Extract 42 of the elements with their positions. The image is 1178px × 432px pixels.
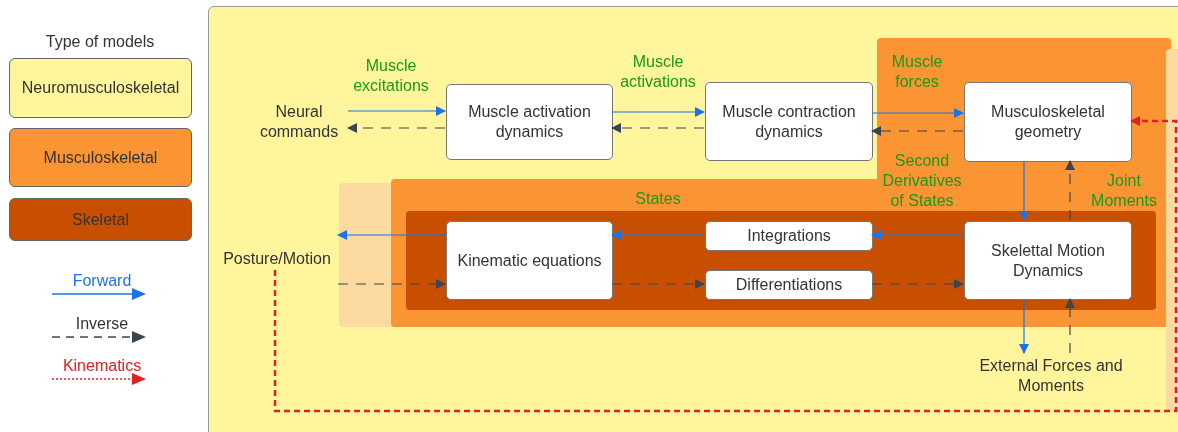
edge-label: Muscle activations	[619, 52, 697, 92]
process-box: Differentiations	[705, 270, 873, 300]
arrow	[871, 108, 964, 118]
node-label: Neural commands	[249, 100, 349, 144]
dashed-arrow	[1065, 160, 1075, 221]
legend-text: Neuromusculoskeletal	[21, 79, 180, 97]
model-region	[406, 211, 1156, 310]
dashed-arrow	[1065, 298, 1075, 354]
node-label: External Forces and Moments	[959, 354, 1143, 398]
edge-label: Second Derivatives of States	[881, 151, 963, 211]
dashed-arrow	[871, 279, 964, 289]
dashed-arrow	[611, 123, 705, 133]
legend-text: Kinematics	[61, 357, 143, 375]
legend-text: Musculoskeletal	[43, 148, 158, 167]
arrow	[611, 230, 705, 240]
arrow	[1019, 160, 1029, 221]
arrow	[871, 230, 964, 240]
arrow	[337, 230, 446, 240]
arrow	[347, 106, 446, 116]
process-box: Skelettal Motion Dynamics	[964, 221, 1132, 300]
arrow	[611, 107, 705, 117]
dashed-arrow	[611, 279, 705, 289]
process-box: Musculoskeletal geometry	[964, 82, 1132, 162]
edge-label: Joint Moments	[1090, 171, 1158, 211]
process-box: Integrations	[705, 221, 873, 251]
model-panel	[208, 6, 1178, 432]
dashed-arrow	[273, 116, 1178, 413]
dashed-arrow	[337, 279, 446, 289]
legend-text: Inverse	[74, 315, 130, 333]
dashed-arrow	[347, 123, 446, 133]
legend-title: Type of models	[44, 33, 156, 51]
process-box: Kinematic equations	[446, 221, 613, 300]
process-box: Muscle contraction dynamics	[705, 82, 873, 161]
edge-label: Muscle excitations	[352, 56, 430, 96]
legend-text: Skeletal	[72, 210, 129, 229]
dashed-arrow	[871, 126, 964, 136]
region-label: States	[634, 189, 682, 209]
legend-text: Forward	[71, 272, 133, 290]
arrow	[1019, 298, 1029, 354]
node-label: Posture/Motion	[215, 247, 339, 271]
edge-label: Muscle forces	[890, 52, 944, 92]
process-box: Muscle activation dynamics	[446, 84, 613, 160]
